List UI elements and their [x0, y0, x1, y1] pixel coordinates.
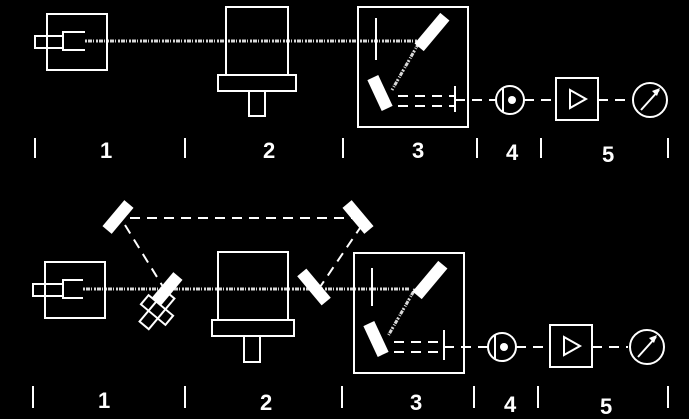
- top-label-4: 4: [506, 140, 519, 165]
- top-label-5: 5: [602, 142, 614, 167]
- bottom-label-5: 5: [600, 394, 612, 419]
- bottom-meter-icon: [629, 329, 665, 365]
- top-meter-icon: [632, 82, 668, 118]
- top-setup: [34, 6, 668, 128]
- top-label-2: 2: [263, 138, 275, 163]
- top-grating: [414, 12, 450, 52]
- top-label-3: 3: [412, 138, 424, 163]
- bottom-scale: 1 2 3 4 5: [32, 386, 669, 419]
- bottom-amplifier-icon: [549, 324, 593, 368]
- bottom-monochromator: [353, 252, 465, 374]
- bottom-sample-cell: [211, 251, 295, 363]
- bottom-setup: [32, 200, 665, 374]
- bottom-beam-splitter: [138, 272, 183, 331]
- bottom-curved-mirror-left: [102, 200, 134, 234]
- top-scale: 1 2 3 4 5: [34, 138, 669, 167]
- top-amplifier-icon: [555, 77, 599, 121]
- bottom-label-1: 1: [98, 388, 110, 413]
- top-monochromator: [357, 6, 469, 128]
- bottom-grating: [412, 260, 448, 300]
- bottom-detector-icon: [487, 332, 517, 362]
- bottom-label-2: 2: [260, 390, 272, 415]
- bottom-label-4: 4: [504, 392, 517, 417]
- top-detector-icon: [495, 85, 525, 115]
- bottom-output-coupler: [297, 268, 331, 306]
- top-mirror: [367, 75, 393, 111]
- bottom-label-3: 3: [410, 390, 422, 415]
- top-sample-cell: [217, 6, 297, 117]
- bottom-mirror: [363, 321, 389, 357]
- bottom-laser-source: [32, 261, 106, 319]
- bottom-curved-mirror-right: [342, 200, 374, 234]
- top-label-1: 1: [100, 138, 112, 163]
